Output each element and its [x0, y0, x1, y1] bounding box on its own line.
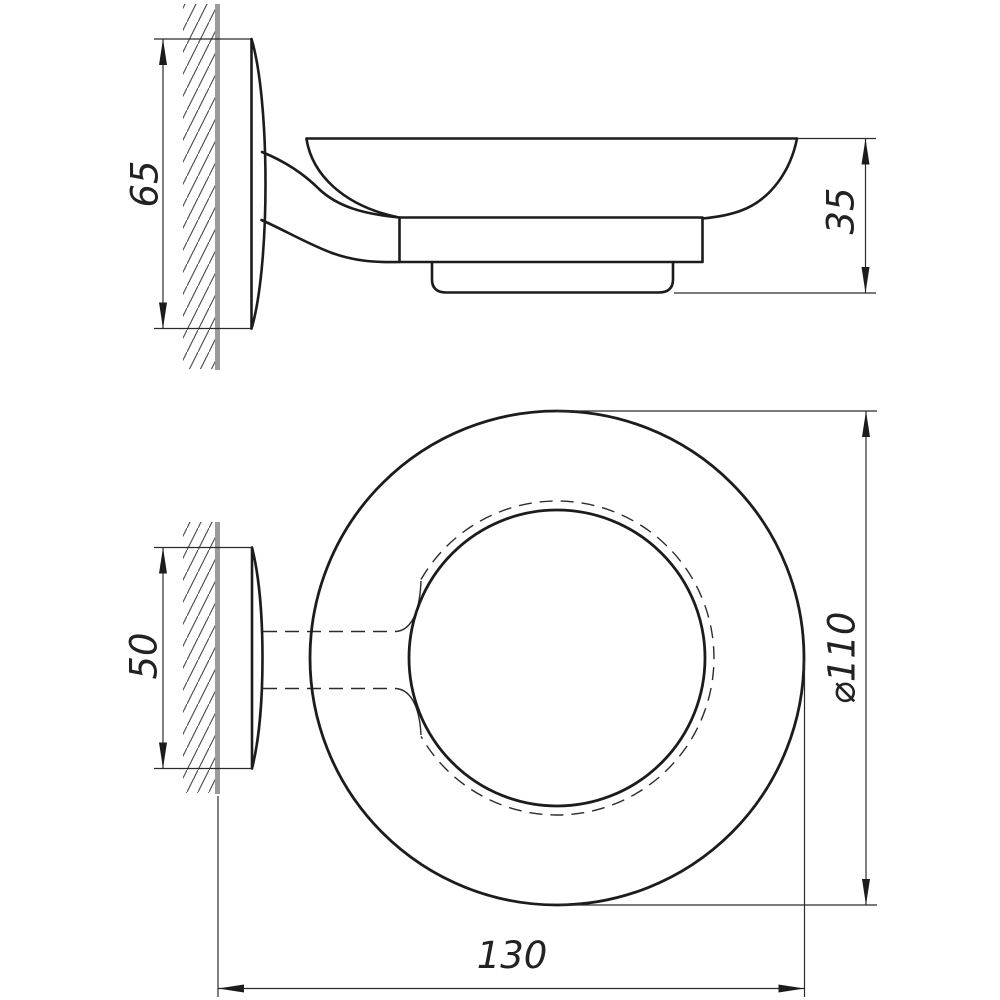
- side-view: 65 35: [124, 4, 876, 370]
- dim-label-50: 50: [123, 632, 166, 679]
- dimension-dish-height: 35: [674, 137, 876, 294]
- plan-view: 50 ⌀110 130: [123, 409, 877, 997]
- dish-bowl-left-curve: [305, 137, 401, 219]
- dish-foot: [430, 260, 675, 294]
- bracket-arm-flare: [395, 687, 422, 736]
- dimension-arrow: [159, 742, 167, 769]
- dimension-arrow: [861, 267, 870, 293]
- dim-label-diameter-110: ⌀110: [821, 612, 864, 705]
- dimension-overall-depth: 130: [217, 660, 806, 997]
- dimension-arrow: [861, 138, 870, 165]
- mounting-plate-plan: [250, 546, 264, 770]
- dimension-dish-diameter: ⌀110: [556, 410, 877, 906]
- wall-hatch-plan: [183, 522, 215, 793]
- bracket-arm-bottom-edge: [260, 218, 401, 264]
- dim-label-65: 65: [124, 160, 167, 207]
- dimension-arrow: [218, 984, 244, 993]
- holder-band: [398, 216, 704, 264]
- dimension-arrow: [159, 302, 167, 329]
- bracket-arm-top-edge: [260, 150, 401, 219]
- wall-hatch-side: [183, 4, 215, 369]
- dim-label-130: 130: [477, 934, 548, 977]
- dish-outer-circle: [308, 409, 806, 907]
- dish-opening-circle: [407, 508, 707, 808]
- dish-bowl-right-curve: [701, 137, 799, 220]
- dimension-plate-width: 50: [123, 546, 252, 770]
- dish-hidden-edge-circle: [420, 500, 715, 816]
- dimension-plate-height: 65: [124, 38, 251, 330]
- dimension-arrow: [159, 39, 167, 65]
- dimension-arrow: [778, 984, 805, 993]
- dimension-arrow: [159, 547, 167, 574]
- dimension-arrow: [862, 411, 870, 437]
- dimension-arrow: [862, 879, 870, 905]
- dim-label-35: 35: [820, 187, 863, 234]
- mounting-plate-side: [250, 37, 267, 330]
